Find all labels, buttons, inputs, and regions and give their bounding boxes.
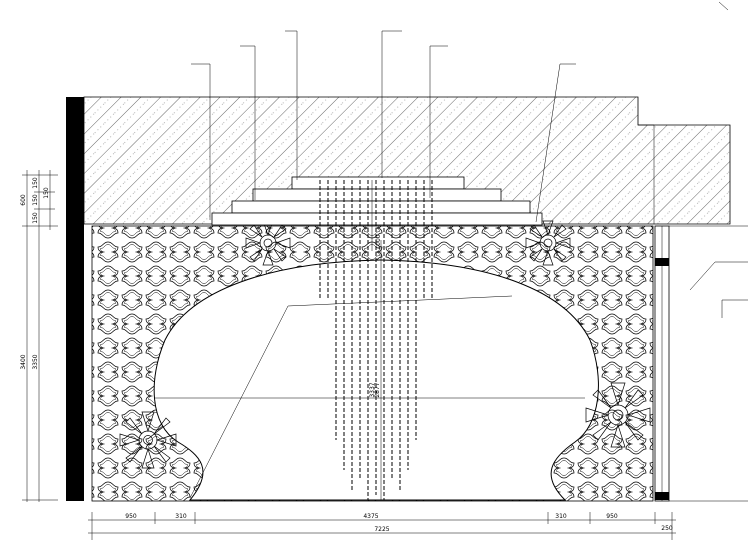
dim-bottom-2: 310 [175, 513, 187, 520]
leader-lines [189, 30, 576, 499]
dim-overall: 7225 [374, 526, 389, 533]
dim-chandelier-drop: 1000 [375, 234, 382, 249]
dim-left-150-a: 150 [32, 177, 39, 189]
flower-ornaments [119, 220, 651, 469]
dim-bottom-3: 4375 [363, 513, 378, 520]
screen-frame [91, 225, 654, 502]
ceiling-recess [211, 176, 543, 226]
dim-left-600: 600 [20, 194, 27, 206]
dim-arch-height-2: 3337 [369, 382, 376, 397]
bottom-dimensions: 950 310 4375 310 950 250 7225 [88, 512, 676, 540]
dim-left-150-b: 150 [32, 194, 39, 206]
dim-bottom-1: 950 [125, 513, 137, 520]
dim-left-150-d: 150 [43, 187, 50, 199]
dim-bottom-6: 250 [661, 525, 673, 532]
lattice-screen [92, 226, 653, 501]
right-post [654, 225, 748, 502]
dim-bottom-4: 310 [555, 513, 567, 520]
chandelier [319, 180, 433, 500]
dim-left-3350: 3350 [32, 354, 39, 369]
dim-left-150-c: 150 [32, 212, 39, 224]
left-wall-column [66, 97, 84, 501]
dim-arch-height: 2877 [374, 382, 381, 397]
dim-left-3400: 3400 [20, 354, 27, 369]
left-dimensions: 600 3400 150 150 150 3350 150 [20, 170, 58, 502]
dim-bottom-5: 950 [606, 513, 618, 520]
